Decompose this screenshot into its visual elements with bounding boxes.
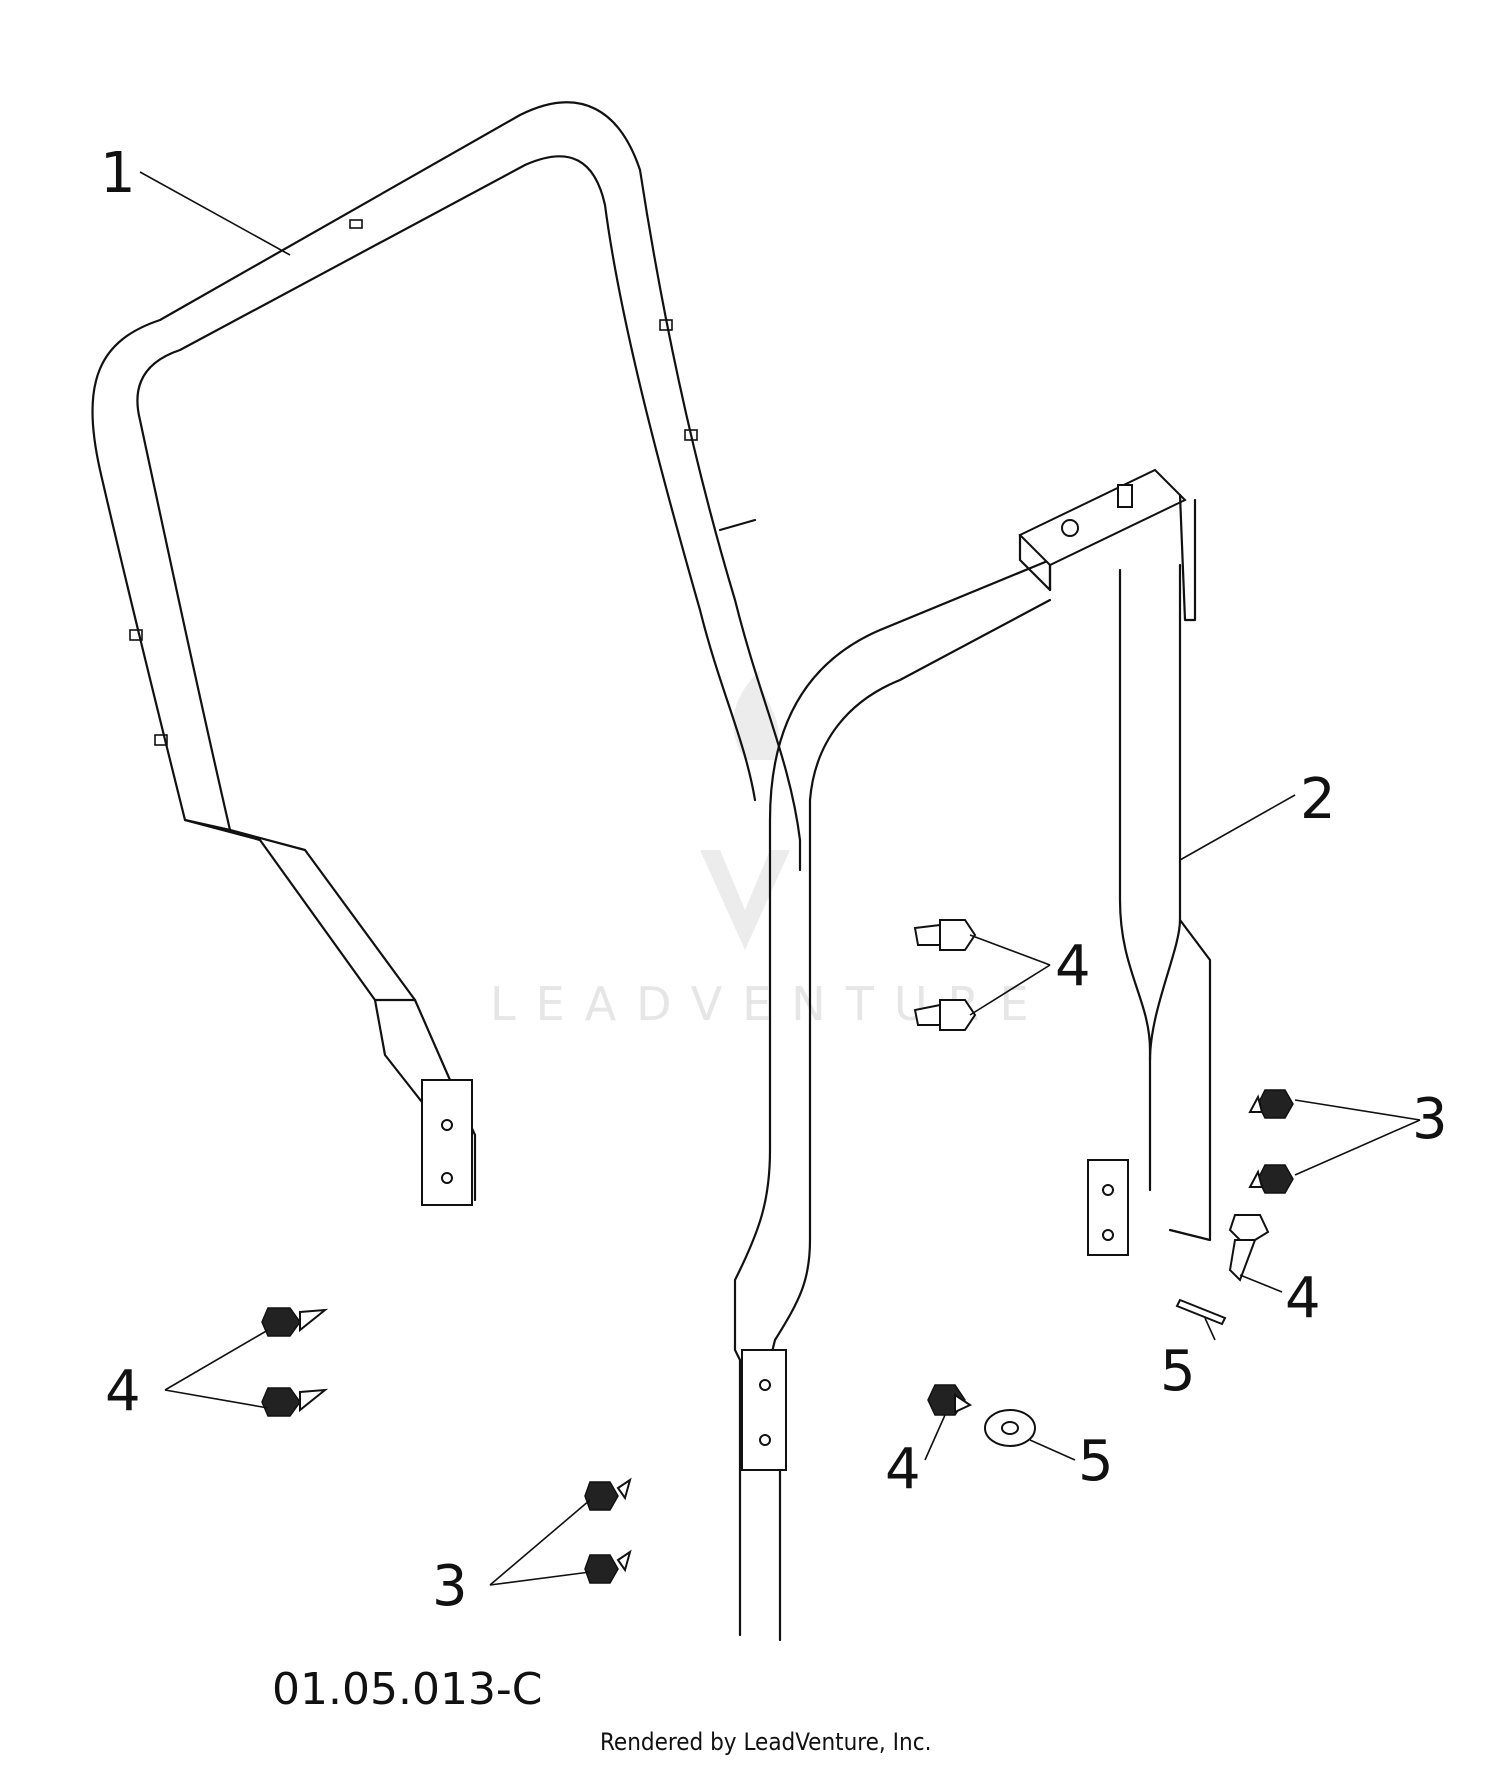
callout-5-washer: 5 <box>1078 1429 1114 1494</box>
render-credit: Rendered by LeadVenture, Inc. <box>600 1728 932 1756</box>
watermark-v-icon <box>700 850 790 950</box>
cotter-pin <box>1175 1298 1227 1326</box>
bolt-single-right <box>1228 1214 1270 1282</box>
callout-4-center: 4 <box>1055 934 1091 999</box>
bolt-single-bottom <box>927 1384 973 1416</box>
callout-3-bottom: 3 <box>432 1554 468 1619</box>
callout-3-right: 3 <box>1412 1087 1448 1152</box>
washer <box>984 1409 1036 1447</box>
watermark-flame-icon <box>733 670 779 760</box>
front-roll-bar <box>733 468 1212 1642</box>
callout-4-left: 4 <box>105 1359 141 1424</box>
bolt-pair-left <box>261 1307 329 1417</box>
callout-5-pin: 5 <box>1160 1339 1196 1404</box>
bolt-pair-right <box>1248 1089 1294 1194</box>
bolt-pair-bottom <box>584 1477 632 1584</box>
rear-roll-bar <box>91 101 802 1206</box>
leader-lines <box>139 171 1421 1586</box>
callouts: 1 2 3 3 4 4 4 4 5 5 <box>100 141 1448 1619</box>
bolt-pair-center <box>913 919 977 1031</box>
callout-4-right: 4 <box>1285 1266 1321 1331</box>
drawing-code: 01.05.013-C <box>272 1664 543 1715</box>
callout-4-bottom: 4 <box>885 1437 921 1502</box>
callout-1: 1 <box>100 141 136 206</box>
callout-2: 2 <box>1300 767 1336 832</box>
